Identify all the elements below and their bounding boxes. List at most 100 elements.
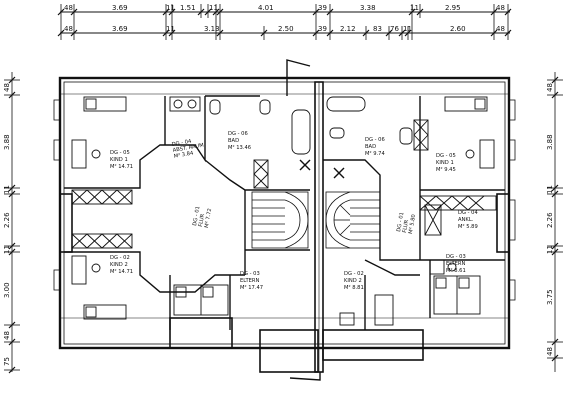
stair-left bbox=[251, 191, 309, 249]
dim-left-5: 3.00 bbox=[3, 282, 11, 298]
room-name: KIND 2 bbox=[110, 262, 128, 268]
room-id: DG - 03 bbox=[446, 254, 466, 260]
room-area: M² 5.89 bbox=[458, 224, 478, 230]
room-area: M² 17.47 bbox=[240, 285, 263, 291]
room-area: M² 8.81 bbox=[344, 285, 364, 291]
room-name: ANKL. bbox=[458, 217, 474, 223]
room-id: DG - 01 bbox=[396, 212, 405, 233]
furniture-left bbox=[71, 96, 311, 320]
room-eltern-left: DG - 03 ELTERN M² 17.47 bbox=[240, 271, 263, 291]
windows-right bbox=[53, 99, 516, 301]
dim-right-6: 48 bbox=[546, 347, 554, 356]
dim-top2-6: 2.12 bbox=[340, 25, 356, 33]
dim-top2-3: 3.13 bbox=[204, 25, 220, 33]
room-ankl-right: DG - 04 ANKL. M² 5.89 bbox=[458, 210, 478, 230]
room-area: M² 14.71 bbox=[110, 164, 133, 170]
stair-right bbox=[325, 191, 381, 249]
dim-top1-6: 39 bbox=[318, 4, 327, 12]
dim-top1-5: 4.01 bbox=[258, 4, 274, 12]
dim-left-2: 11 bbox=[3, 185, 11, 194]
dim-top1-2: 11 bbox=[166, 4, 175, 12]
interior-walls-right bbox=[323, 96, 505, 330]
room-kind2-left: DG - 02 KIND 2 M² 14.71 bbox=[110, 255, 133, 275]
room-kind1-left: DG - 05 KIND 1 M² 14.71 bbox=[110, 150, 133, 170]
room-id: DG - 05 bbox=[110, 150, 130, 156]
dim-top2-4: 2.50 bbox=[278, 25, 294, 33]
room-name: BAD bbox=[365, 144, 376, 150]
room-id: DG - 06 bbox=[365, 137, 385, 143]
dim-right-3: 2.26 bbox=[546, 212, 554, 228]
room-flur-left: DG - 01 FLUR M² 7.72 bbox=[192, 206, 213, 229]
room-eltern-right: DG - 03 ELTERN M² 8.61 bbox=[446, 254, 466, 274]
room-id: DG - 01 bbox=[192, 206, 201, 227]
dim-right-4: 11 bbox=[546, 245, 554, 254]
furniture-right bbox=[326, 96, 497, 326]
room-name: ELTERN bbox=[446, 261, 466, 267]
room-name: ELTERN bbox=[240, 278, 260, 284]
dim-left-4: 11 bbox=[3, 245, 11, 254]
dim-right-0: 48 bbox=[546, 83, 554, 92]
dim-top1-3: 1.51 bbox=[180, 4, 196, 12]
dim-top1-1: 3.69 bbox=[112, 4, 128, 12]
left-dimension-labels: 48 3.88 11 2.26 11 3.00 48 75 bbox=[3, 83, 11, 366]
dim-top1-7: 3.38 bbox=[360, 4, 376, 12]
dim-top1-8: 11 bbox=[410, 4, 419, 12]
room-labels: DG - 05 KIND 1 M² 14.71 DG - 04 ABST. RA… bbox=[110, 131, 478, 291]
dim-top2-2: 11 bbox=[166, 25, 175, 33]
dim-top2-5: 39 bbox=[318, 25, 327, 33]
room-bad-right: DG - 06 BAD M² 9.74 bbox=[365, 137, 385, 157]
dim-top2-0: 48 bbox=[64, 25, 73, 33]
dim-right-5: 3.75 bbox=[546, 289, 554, 305]
room-name: BAD bbox=[228, 138, 239, 144]
room-name: KIND 1 bbox=[436, 160, 454, 166]
dim-top1-9: 2.95 bbox=[445, 4, 461, 12]
room-kind1-right: DG - 05 KIND 1 M² 9.45 bbox=[436, 153, 456, 173]
room-name: FLUR bbox=[402, 219, 410, 233]
room-flur-right: DG - 01 FLUR M² 5.80 bbox=[396, 212, 417, 235]
dim-top2-11: 48 bbox=[496, 25, 505, 33]
dim-top2-9: 11 bbox=[403, 25, 412, 33]
room-area: M² 3.84 bbox=[173, 150, 194, 159]
room-id: DG - 04 bbox=[458, 210, 478, 216]
outer-walls bbox=[58, 76, 511, 373]
dim-left-7: 75 bbox=[3, 357, 11, 366]
room-name: ABST. RAUM bbox=[172, 143, 204, 154]
room-name: KIND 2 bbox=[344, 278, 362, 284]
room-area: M² 14.71 bbox=[110, 269, 133, 275]
room-abstraum: DG - 04 ABST. RAUM M² 3.84 bbox=[171, 139, 204, 160]
room-area: M² 9.45 bbox=[436, 167, 456, 173]
top-dimension-labels: 48 3.69 11 1.51 11 4.01 39 3.38 11 2.95 … bbox=[64, 4, 505, 33]
section-markers bbox=[286, 59, 345, 381]
dim-top2-10: 2.60 bbox=[450, 25, 466, 33]
dim-top2-8: 76 bbox=[390, 25, 399, 33]
dim-top1-10: 48 bbox=[496, 4, 505, 12]
top-dimension-chain bbox=[57, 4, 512, 40]
room-id: DG - 02 bbox=[344, 271, 364, 277]
room-id: DG - 05 bbox=[436, 153, 456, 159]
dim-right-1: 3.88 bbox=[546, 134, 554, 150]
dim-top1-0: 48 bbox=[64, 4, 73, 12]
dim-left-3: 2.26 bbox=[3, 212, 11, 228]
room-name: KIND 1 bbox=[110, 157, 128, 163]
dim-top2-7: 83 bbox=[373, 25, 382, 33]
room-kind2-right: DG - 02 KIND 2 M² 8.81 bbox=[344, 271, 364, 291]
interior-walls-left bbox=[64, 95, 310, 330]
room-area: M² 13.46 bbox=[228, 145, 251, 151]
room-id: DG - 04 bbox=[171, 139, 192, 148]
dim-left-0: 48 bbox=[3, 83, 11, 92]
room-bad-left: DG - 06 BAD M² 13.46 bbox=[228, 131, 251, 151]
room-id: DG - 06 bbox=[228, 131, 248, 137]
room-id: DG - 02 bbox=[110, 255, 130, 261]
room-id: DG - 03 bbox=[240, 271, 260, 277]
dim-left-1: 3.88 bbox=[3, 134, 11, 150]
room-area: M² 8.61 bbox=[446, 268, 466, 274]
dim-right-2: 11 bbox=[546, 185, 554, 194]
room-area: M² 9.74 bbox=[365, 151, 385, 157]
dim-top2-1: 3.69 bbox=[112, 25, 128, 33]
room-name: FLUR bbox=[198, 213, 206, 227]
dim-top1-4: 11 bbox=[209, 4, 218, 12]
room-area: M² 7.72 bbox=[204, 208, 213, 229]
dim-left-6: 48 bbox=[3, 331, 11, 340]
room-area: M² 5.80 bbox=[408, 214, 417, 235]
